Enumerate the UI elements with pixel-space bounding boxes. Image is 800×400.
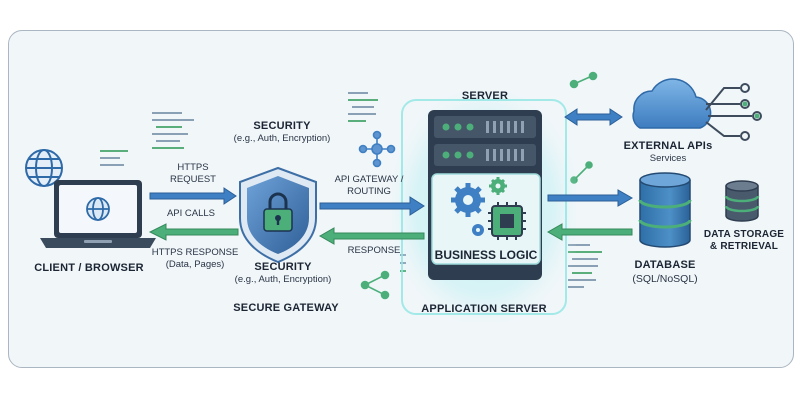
business-logic-label: BUSINESS LOGIC <box>434 248 538 262</box>
gear-icon <box>489 177 507 195</box>
cloud-icon <box>632 78 762 141</box>
code-snippet-icon <box>152 112 194 149</box>
api-calls-label: API CALLS <box>166 208 216 219</box>
code-snippet-icon <box>348 92 378 122</box>
arrow-icon <box>148 108 634 245</box>
database-subtitle: (SQL/NoSQL) <box>632 273 698 285</box>
server-rack-icon <box>428 110 542 280</box>
secure-gateway-label: SECURE GATEWAY <box>233 302 339 314</box>
https-request-label-line2: REQUEST <box>170 174 216 185</box>
network-node-icon <box>360 270 390 300</box>
network-node-icon <box>358 130 396 168</box>
database-icon <box>724 180 760 222</box>
code-snippet-icon <box>100 150 128 166</box>
security-bottom-subtitle: (e.g., Auth, Encryption) <box>234 274 332 285</box>
server-label: SERVER <box>461 90 509 102</box>
application-server-label: APPLICATION SERVER <box>421 303 547 315</box>
data-storage-label-line2: & RETRIEVAL <box>709 241 779 252</box>
gear-icon <box>451 183 485 217</box>
external-apis-label: EXTERNAL APIs <box>623 140 713 152</box>
https-response-label-line2: (Data, Pages) <box>165 259 225 270</box>
security-bottom-title: SECURITY <box>254 261 312 273</box>
client-label: CLIENT / BROWSER <box>34 262 144 274</box>
security-top-title: SECURITY <box>253 120 311 132</box>
response-label: RESPONSE <box>347 245 401 256</box>
https-response-label-line1: HTTPS RESPONSE <box>151 247 239 258</box>
laptop-icon <box>40 180 156 248</box>
globe-icon <box>25 149 63 187</box>
api-gateway-label-line2: ROUTING <box>347 186 391 197</box>
services-label: Services <box>649 153 687 164</box>
security-top-subtitle: (e.g., Auth, Encryption) <box>233 133 331 144</box>
database-label: DATABASE <box>634 259 696 271</box>
database-icon <box>638 172 692 248</box>
gear-icon <box>472 224 484 236</box>
data-storage-label-line1: DATA STORAGE <box>703 229 785 240</box>
chip-icon <box>488 202 526 240</box>
network-node-icon <box>569 71 598 89</box>
shield-lock-icon <box>239 166 317 264</box>
api-gateway-label-line1: API GATEWAY / <box>334 174 404 185</box>
https-request-label-line1: HTTPS <box>177 162 209 173</box>
